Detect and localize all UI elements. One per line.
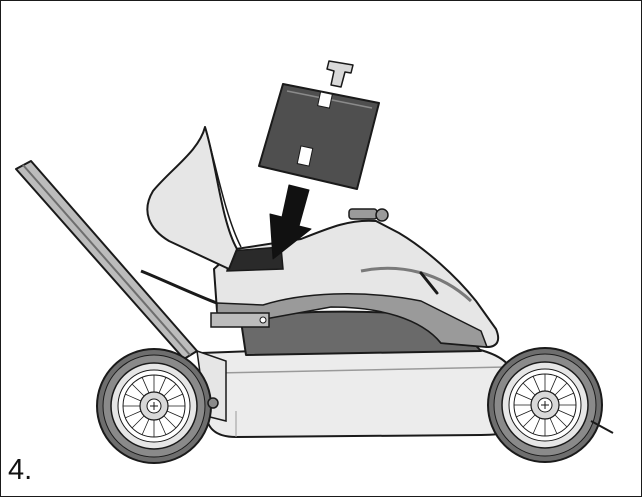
rear-wheel [96, 348, 212, 464]
mower-body [210, 208, 500, 348]
battery-lid [146, 126, 242, 270]
insertion-arrow [269, 184, 312, 260]
mower-deck [196, 343, 522, 438]
front-axle-rod [590, 420, 614, 434]
front-wheel [487, 347, 603, 463]
rear-axle-cap [207, 397, 219, 409]
step-number-label: 4. [8, 454, 33, 486]
battery-pack [258, 60, 380, 190]
